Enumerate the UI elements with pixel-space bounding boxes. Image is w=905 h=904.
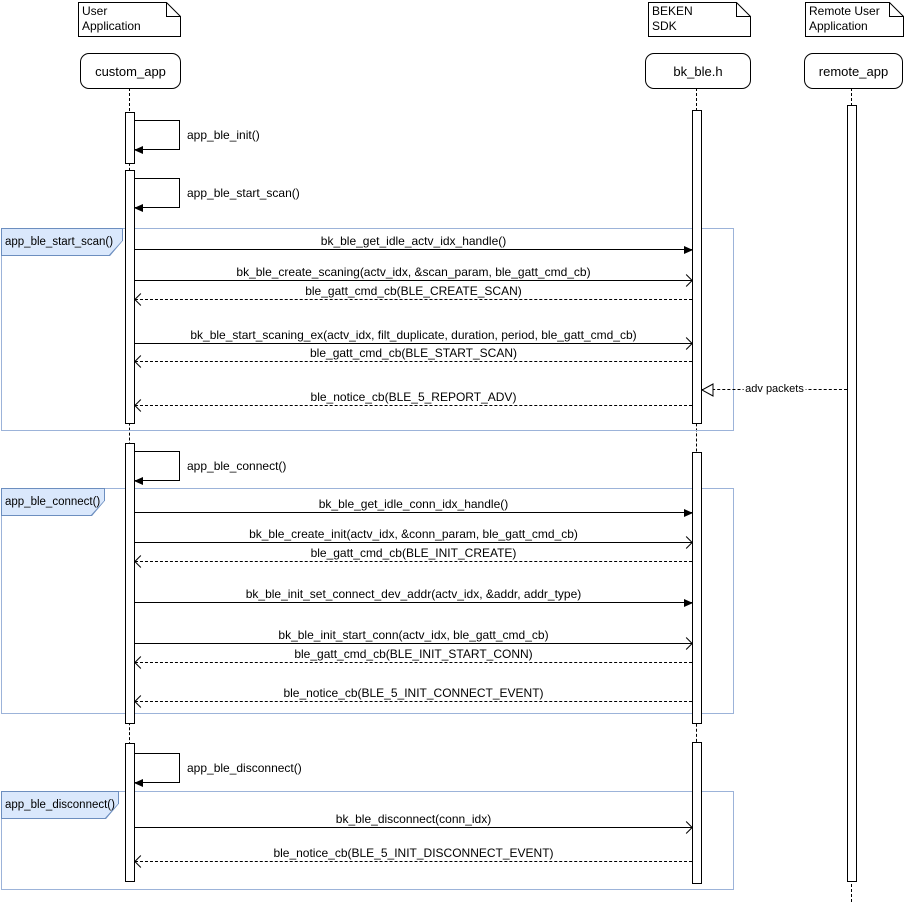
message-line xyxy=(135,662,692,663)
self-message-loop xyxy=(135,753,180,783)
self-message-loop xyxy=(135,178,180,208)
self-message-label: app_ble_disconnect() xyxy=(187,761,302,775)
self-message-label: app_ble_init() xyxy=(187,128,260,142)
message-start-scaning-ex: bk_ble_start_scaning_ex(actv_idx, filt_d… xyxy=(135,327,693,350)
message-get-idle-conn-idx: bk_ble_get_idle_conn_idx_handle() xyxy=(135,496,693,517)
message-line xyxy=(135,643,692,644)
message-line xyxy=(135,361,692,362)
arrowhead-left-filled-icon xyxy=(134,779,143,787)
message-notice-report-adv: ble_notice_cb(BLE_5_REPORT_ADV) xyxy=(134,389,692,412)
message-line xyxy=(135,602,692,603)
activation-custom-scan xyxy=(125,170,135,424)
message-line xyxy=(135,249,692,250)
note-shape-icon xyxy=(78,2,181,37)
self-message-app-ble-init: app_ble_init() xyxy=(134,120,260,154)
note-shape-icon xyxy=(648,2,751,37)
activation-remote xyxy=(847,105,857,882)
self-message-label: app_ble_connect() xyxy=(187,459,287,473)
message-label: ble_notice_cb(BLE_5_REPORT_ADV) xyxy=(310,390,517,404)
arrowhead-left-filled-icon xyxy=(134,477,143,485)
message-line xyxy=(135,542,692,543)
frame-label-text: app_ble_connect() xyxy=(2,489,104,515)
message-notice-init-connect-event: ble_notice_cb(BLE_5_INIT_CONNECT_EVENT) xyxy=(134,685,692,708)
actor-note-user-application: User Application xyxy=(78,2,181,37)
message-line xyxy=(135,280,692,281)
message-line xyxy=(135,512,692,513)
message-cb-create-scan: ble_gatt_cmd_cb(BLE_CREATE_SCAN) xyxy=(134,283,692,306)
participant-remote-app: remote_app xyxy=(804,53,903,89)
message-label: bk_ble_disconnect(conn_idx) xyxy=(335,812,492,826)
participant-custom-app: custom_app xyxy=(80,53,181,89)
note-shape-icon xyxy=(805,2,904,37)
arrowhead-right-filled-icon xyxy=(684,509,693,517)
arrowhead-right-filled-icon xyxy=(684,246,693,254)
message-label: bk_ble_init_start_conn(actv_idx, ble_gat… xyxy=(278,628,549,642)
self-message-app-ble-connect: app_ble_connect() xyxy=(134,451,286,485)
participant-label: remote_app xyxy=(818,63,889,79)
message-bk-ble-disconnect: bk_ble_disconnect(conn_idx) xyxy=(135,811,693,834)
message-label: ble_gatt_cmd_cb(BLE_START_SCAN) xyxy=(310,346,517,360)
actor-note-text: BEKEN SDK xyxy=(652,4,693,34)
message-line xyxy=(135,405,692,406)
message-line xyxy=(135,701,692,702)
arrowhead-left-filled-icon xyxy=(134,204,143,212)
participant-bk-ble-h: bk_ble.h xyxy=(645,53,751,89)
message-adv-packets: adv packets xyxy=(701,382,847,398)
message-label: bk_ble_start_scaning_ex(actv_idx, filt_d… xyxy=(190,328,637,342)
frame-label-disconnect: app_ble_disconnect() xyxy=(1,791,119,819)
message-get-idle-actv-idx: bk_ble_get_idle_actv_idx_handle() xyxy=(135,233,693,254)
self-message-app-ble-disconnect: app_ble_disconnect() xyxy=(134,753,302,787)
self-message-loop xyxy=(135,451,180,481)
arrowhead-left-filled-icon xyxy=(134,146,143,154)
message-line xyxy=(135,343,692,344)
message-line xyxy=(135,299,692,300)
frame-connect xyxy=(1,488,734,714)
arrowhead-right-filled-icon xyxy=(684,599,693,607)
message-label: bk_ble_get_idle_conn_idx_handle() xyxy=(318,497,509,511)
message-line xyxy=(135,561,692,562)
actor-note-remote-user-application: Remote User Application xyxy=(805,2,904,37)
message-create-scaning: bk_ble_create_scaning(actv_idx, &scan_pa… xyxy=(135,264,693,287)
activation-bk-scan xyxy=(692,110,702,424)
message-line xyxy=(135,827,692,828)
arrowhead-open-triangle-left-icon xyxy=(701,383,714,397)
message-label: bk_ble_create_scaning(actv_idx, &scan_pa… xyxy=(236,265,591,279)
message-set-connect-dev-addr: bk_ble_init_set_connect_dev_addr(actv_id… xyxy=(135,586,693,607)
message-label: bk_ble_init_set_connect_dev_addr(actv_id… xyxy=(245,587,582,601)
message-label: ble_notice_cb(BLE_5_INIT_CONNECT_EVENT) xyxy=(283,686,544,700)
frame-label-connect: app_ble_connect() xyxy=(1,488,105,516)
message-create-init: bk_ble_create_init(actv_idx, &conn_param… xyxy=(135,526,693,549)
frame-start-scan xyxy=(1,228,734,431)
frame-label-start-scan: app_ble_start_scan() xyxy=(1,228,123,256)
self-message-app-ble-start-scan: app_ble_start_scan() xyxy=(134,178,300,212)
actor-note-beken-sdk: BEKEN SDK xyxy=(648,2,751,37)
self-message-label: app_ble_start_scan() xyxy=(187,186,300,200)
activation-custom-connect xyxy=(125,443,135,724)
message-cb-init-create: ble_gatt_cmd_cb(BLE_INIT_CREATE) xyxy=(134,545,692,568)
activation-bk-disconnect xyxy=(692,742,702,884)
message-line xyxy=(135,861,692,862)
participant-label: bk_ble.h xyxy=(673,63,723,79)
message-cb-init-start-conn: ble_gatt_cmd_cb(BLE_INIT_START_CONN) xyxy=(134,646,692,669)
actor-note-text: Remote User Application xyxy=(809,4,880,34)
message-cb-start-scan: ble_gatt_cmd_cb(BLE_START_SCAN) xyxy=(134,345,692,368)
message-label: bk_ble_get_idle_actv_idx_handle() xyxy=(320,234,507,248)
frame-disconnect xyxy=(1,791,734,890)
message-label: ble_gatt_cmd_cb(BLE_INIT_START_CONN) xyxy=(294,647,533,661)
message-label: ble_gatt_cmd_cb(BLE_CREATE_SCAN) xyxy=(305,284,522,298)
actor-note-text: User Application xyxy=(82,4,141,34)
self-message-loop xyxy=(135,120,180,150)
message-init-start-conn: bk_ble_init_start_conn(actv_idx, ble_gat… xyxy=(135,627,693,650)
frame-label-text: app_ble_start_scan() xyxy=(2,229,122,255)
activation-bk-connect xyxy=(692,452,702,724)
message-label: ble_gatt_cmd_cb(BLE_INIT_CREATE) xyxy=(310,546,517,560)
message-notice-init-disconnect-event: ble_notice_cb(BLE_5_INIT_DISCONNECT_EVEN… xyxy=(134,845,692,868)
activation-custom-disconnect xyxy=(125,743,135,882)
activation-custom-init xyxy=(125,112,135,164)
message-label: adv packets xyxy=(743,383,806,395)
message-label: bk_ble_create_init(actv_idx, &conn_param… xyxy=(249,527,578,541)
message-label: ble_notice_cb(BLE_5_INIT_DISCONNECT_EVEN… xyxy=(273,846,554,860)
participant-label: custom_app xyxy=(95,63,166,79)
frame-label-text: app_ble_disconnect() xyxy=(2,792,118,818)
